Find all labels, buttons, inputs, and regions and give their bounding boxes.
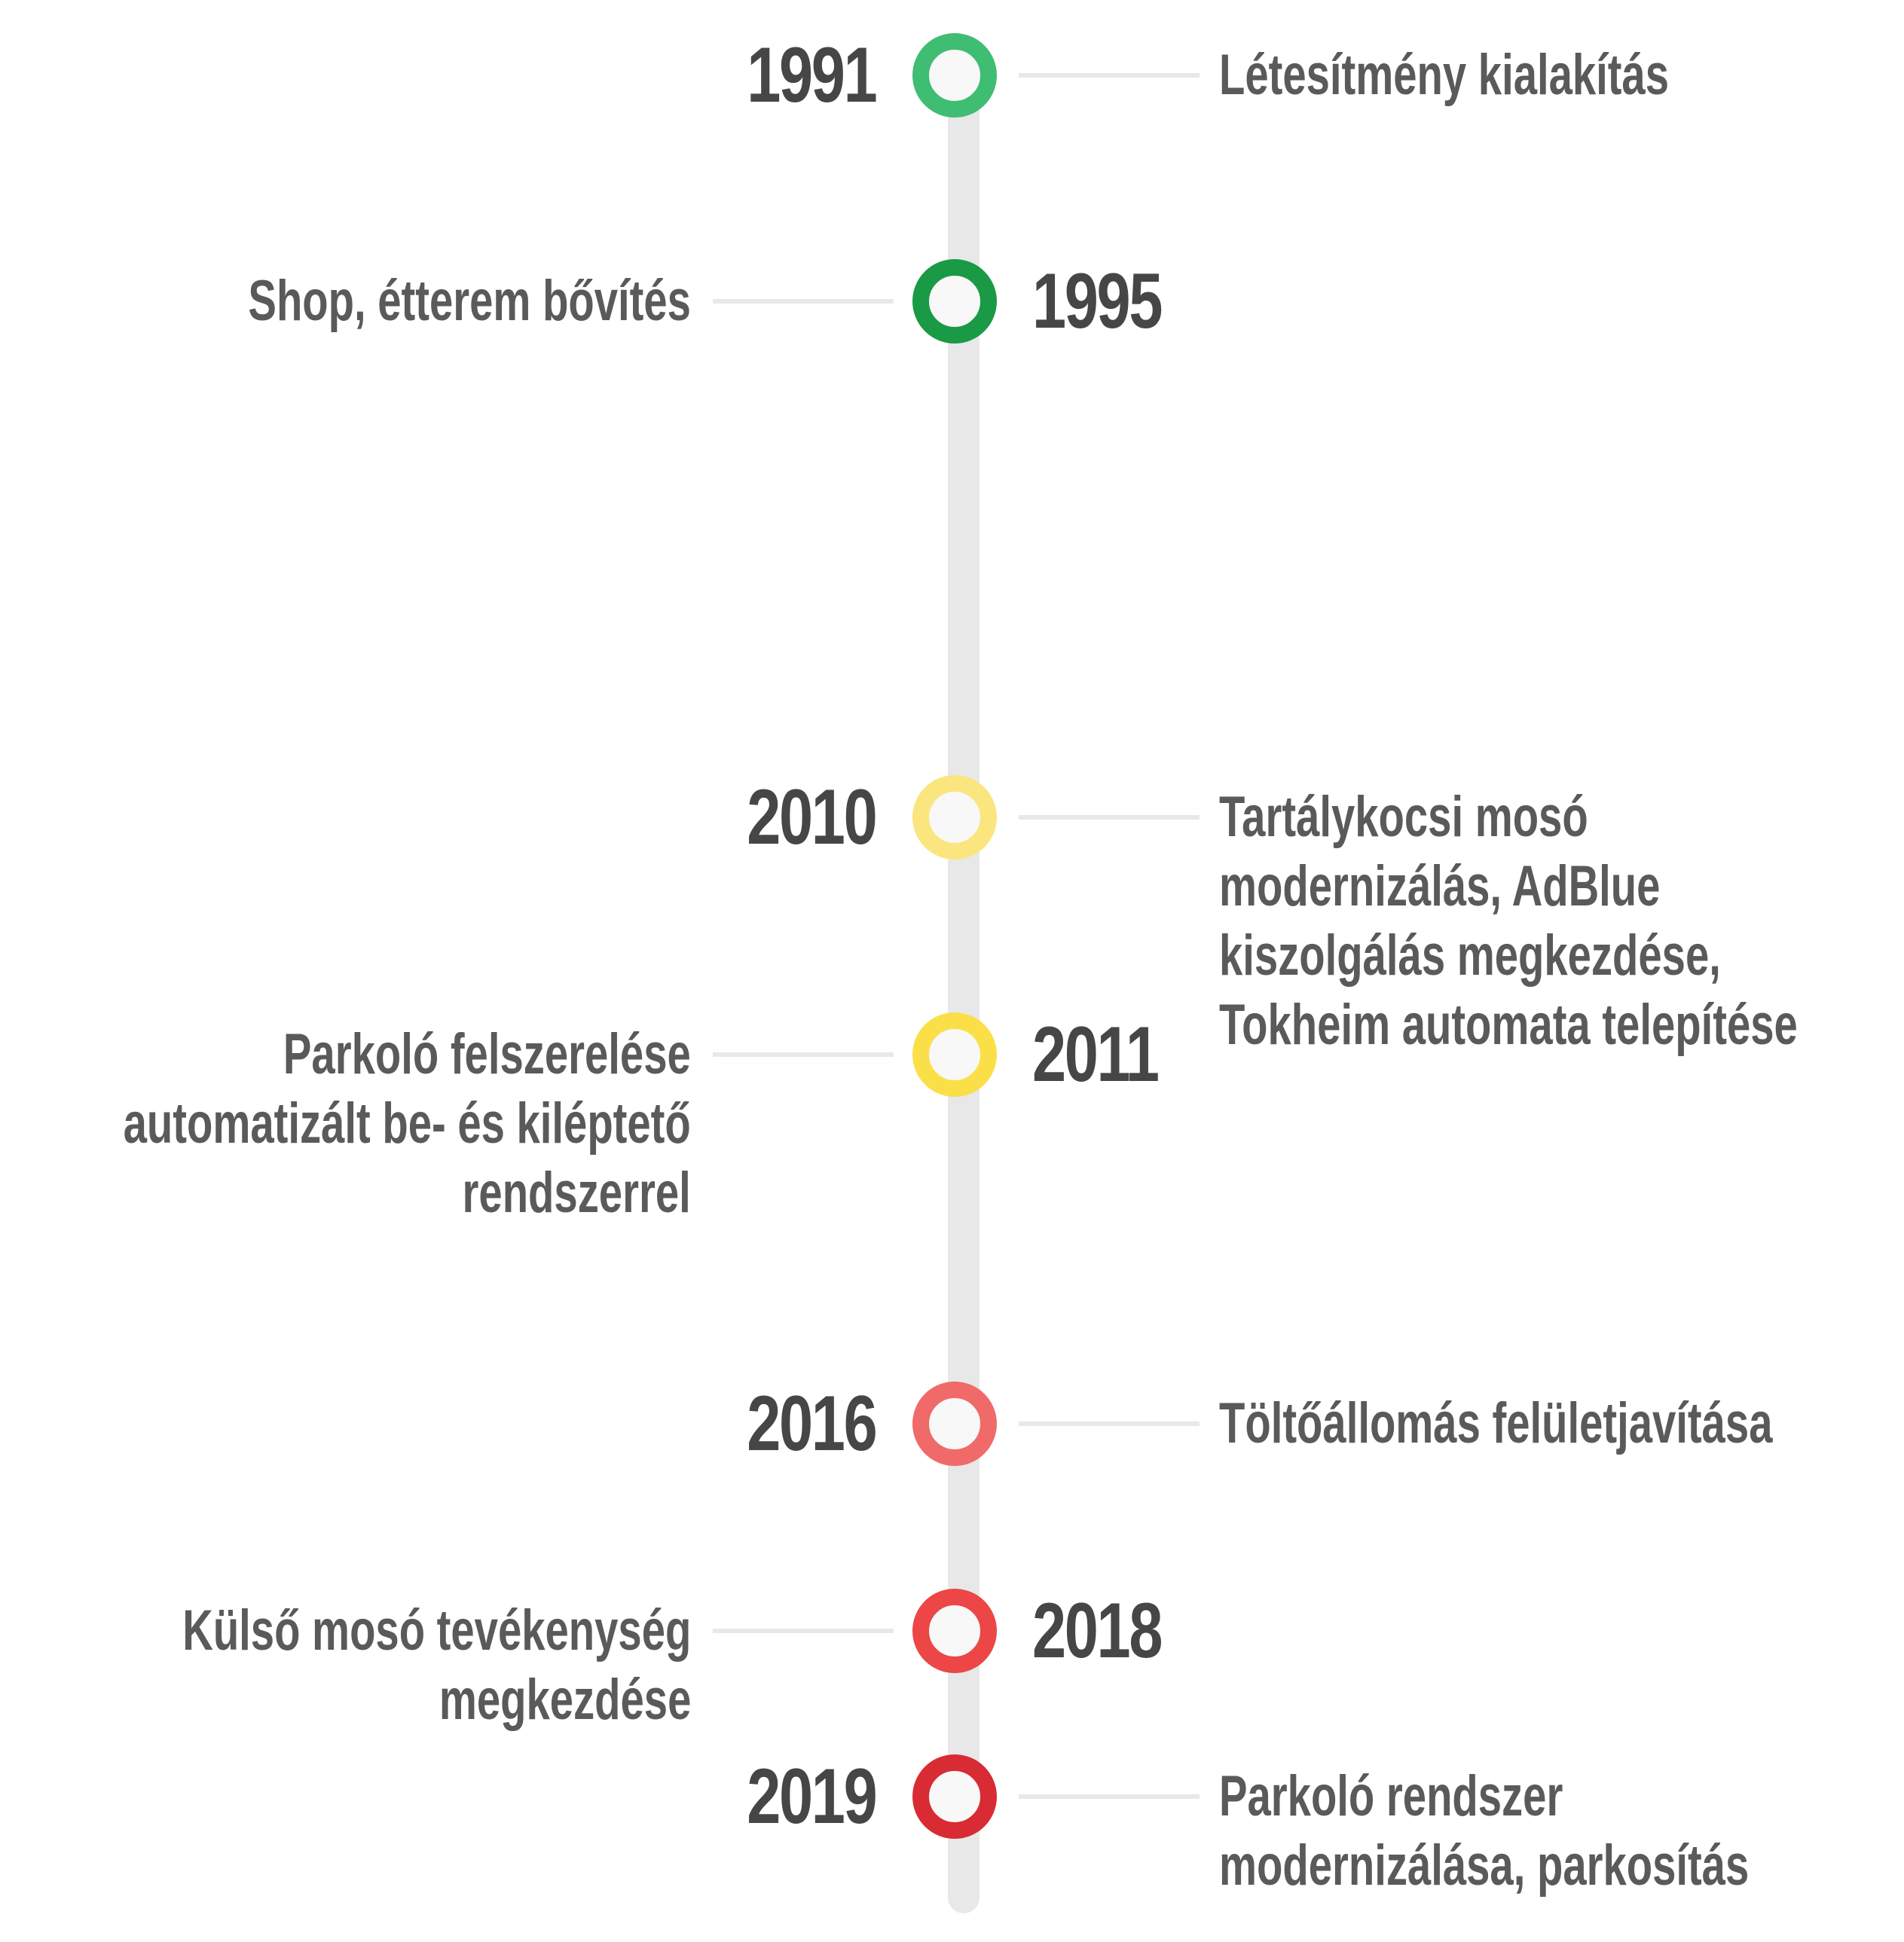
event-year: 1995 [1032, 258, 1163, 345]
event-connector [1019, 73, 1200, 78]
event-marker [912, 259, 997, 344]
event-year: 2011 [1032, 1011, 1160, 1098]
event-marker [912, 33, 997, 118]
event-description-line: automatizált be- és kiléptető [123, 1092, 691, 1156]
event-description: Töltőállomás felületjavítása [1219, 1389, 1772, 1458]
event-description-line: Külső mosó tevékenység [182, 1598, 691, 1663]
event-connector [1019, 1421, 1200, 1426]
event-description-line: Töltőállomás felületjavítása [1219, 1391, 1773, 1455]
event-description: Shop, étterem bővítés [248, 267, 691, 336]
event-marker [912, 1754, 997, 1839]
event-marker [912, 1012, 997, 1097]
event-description-line: Parkoló felszerelése [283, 1022, 691, 1086]
event-description-line: Tartálykocsi mosó [1219, 785, 1588, 849]
event-connector [1019, 815, 1200, 820]
event-description-line: modernizálása, parkosítás [1219, 1834, 1750, 1898]
event-description-line: Tokheim automata telepítése [1219, 993, 1798, 1057]
event-description-line: Shop, étterem bővítés [248, 269, 691, 333]
event-connector [713, 299, 894, 304]
event-description-line: megkezdése [439, 1668, 691, 1732]
event-marker [912, 775, 997, 860]
event-year: 2016 [746, 1380, 877, 1467]
event-description-line: rendszerrel [462, 1161, 691, 1225]
event-description-line: Parkoló rendszer [1219, 1764, 1563, 1828]
event-year: 2010 [746, 774, 877, 861]
event-marker [912, 1589, 997, 1673]
event-year: 2019 [746, 1753, 877, 1840]
event-year: 2018 [1032, 1587, 1163, 1675]
event-description-line: modernizálás, AdBlue [1219, 854, 1661, 918]
event-connector [713, 1052, 894, 1057]
event-description: Létesítmény kialakítás [1219, 41, 1669, 110]
event-marker [912, 1382, 997, 1466]
event-year: 1991 [746, 32, 877, 119]
event-description-line: Létesítmény kialakítás [1219, 43, 1670, 107]
event-connector [1019, 1794, 1200, 1799]
event-description-line: kiszolgálás megkezdése, [1219, 924, 1721, 988]
event-connector [713, 1629, 894, 1633]
